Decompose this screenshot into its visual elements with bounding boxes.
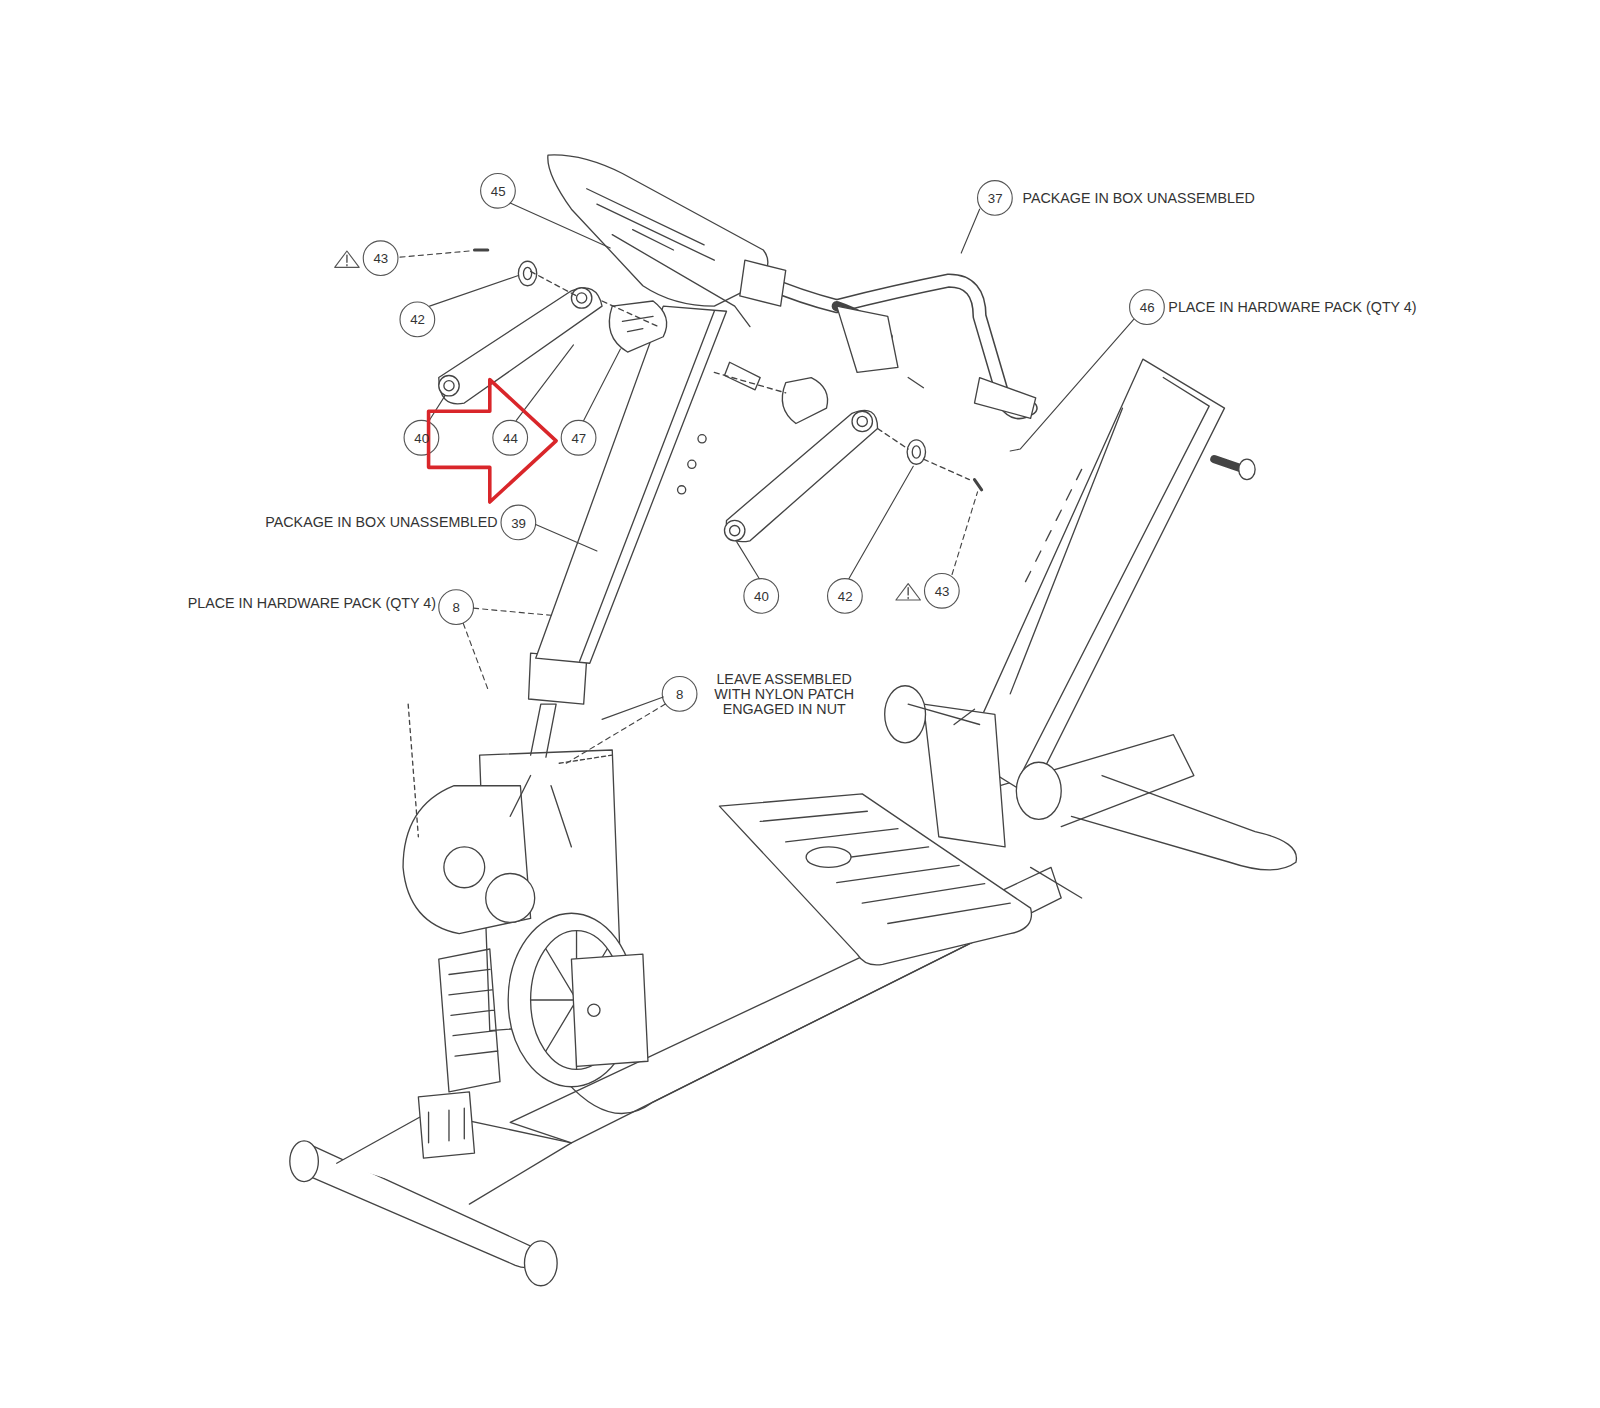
callout-number: 8 <box>453 599 460 614</box>
part-note: PACKAGE IN BOX UNASSEMBLED <box>1022 190 1254 205</box>
callout-number: 42 <box>410 312 425 327</box>
callout-number: 42 <box>838 588 853 603</box>
callout-number: 40 <box>754 588 769 603</box>
callout-number: 40 <box>414 430 429 445</box>
callout-number: 39 <box>511 515 526 530</box>
callout-number: 44 <box>503 430 518 445</box>
callout-number: 47 <box>571 430 586 445</box>
callout-number: 43 <box>935 583 950 598</box>
part-note: LEAVE ASSEMBLED WITH NYLON PATCH ENGAGED… <box>700 671 868 717</box>
part-note: PLACE IN HARDWARE PACK (QTY 4) <box>1168 299 1416 314</box>
callout-number: 8 <box>676 686 683 701</box>
part-note: PACKAGE IN BOX UNASSEMBLED <box>265 514 497 529</box>
callout-number: 37 <box>988 190 1003 205</box>
part-note: PLACE IN HARDWARE PACK (QTY 4) <box>188 595 436 610</box>
callout-number: 43 <box>373 251 388 266</box>
callout-number: 46 <box>1140 299 1155 314</box>
callout-number: 45 <box>491 183 506 198</box>
